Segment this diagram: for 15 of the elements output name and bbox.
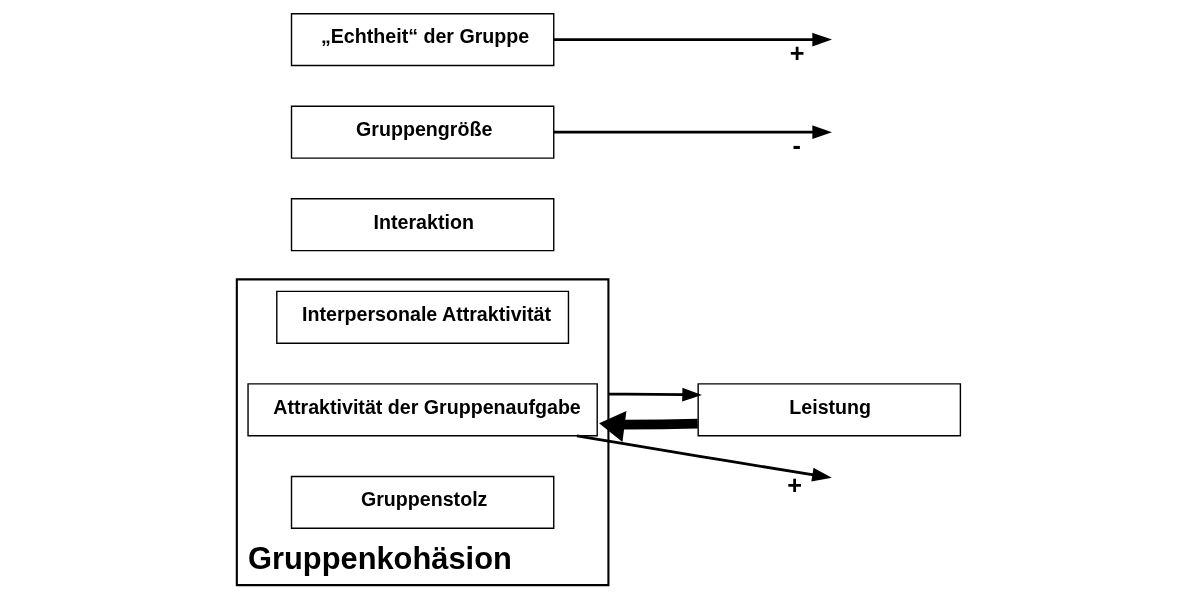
- node-box: Leistung: [696, 383, 961, 437]
- node-box: Interaktion: [290, 198, 554, 252]
- arrow: [607, 387, 702, 402]
- arrow: [576, 434, 832, 482]
- node-box: „Echtheit“ der Gruppe: [290, 13, 554, 67]
- edge-label: +: [789, 38, 804, 67]
- edge-label: -: [792, 131, 801, 160]
- node-box: Gruppengröße: [290, 105, 554, 159]
- edge-label: +: [786, 471, 802, 500]
- arrow: [553, 32, 832, 47]
- node-box: Interpersonale Attraktivität: [275, 290, 569, 344]
- node-box: Attraktivität der Gruppenaufgabe: [246, 383, 598, 437]
- arrow: [553, 125, 832, 140]
- arrow: [598, 410, 698, 442]
- node-box: Gruppenstolz: [290, 475, 554, 529]
